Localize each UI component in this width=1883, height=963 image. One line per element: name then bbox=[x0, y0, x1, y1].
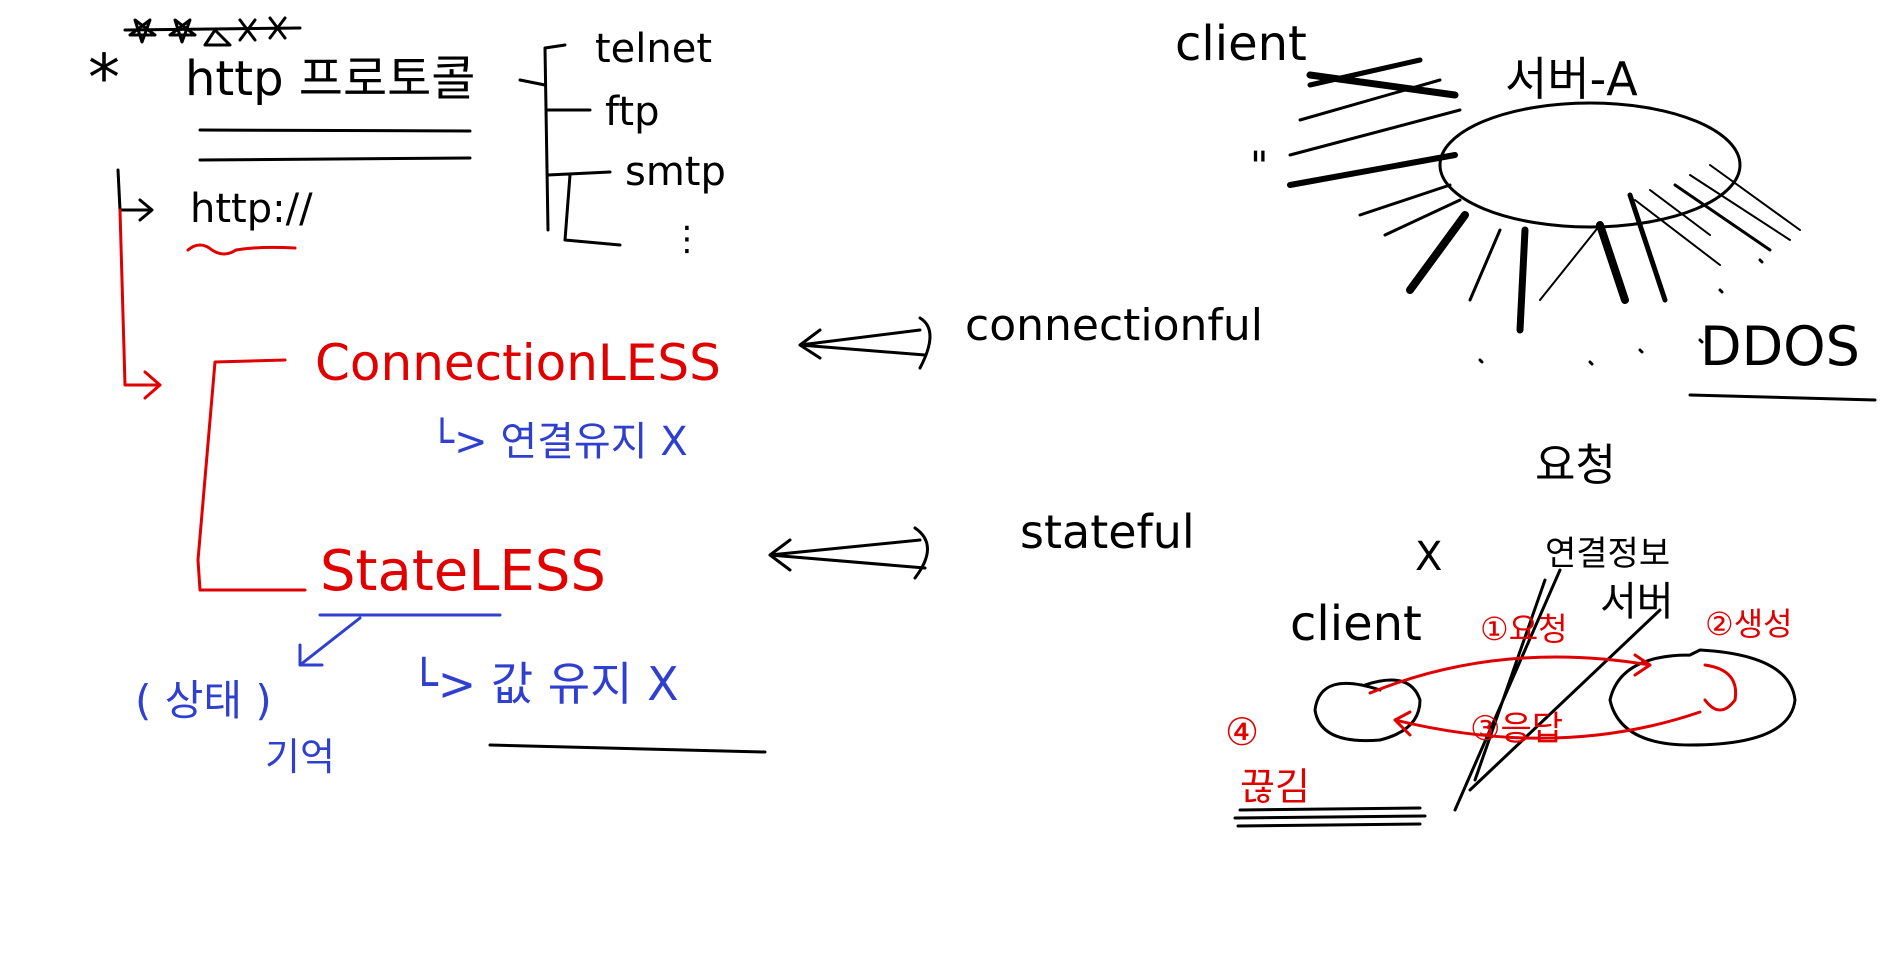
step3-label: ③응답 bbox=[1470, 709, 1563, 749]
ddos-server-label: 서버-A bbox=[1505, 52, 1638, 106]
rr-server-label: 서버 bbox=[1600, 579, 1674, 625]
state-branch-arrow bbox=[298, 616, 362, 667]
double-arrow-connection bbox=[798, 316, 932, 370]
rr-cross-lines bbox=[1453, 568, 1662, 812]
step4-label: ④ bbox=[1225, 710, 1259, 754]
stateful-label: stateful bbox=[1020, 505, 1195, 559]
stateless-side-text: ( 상태 ) bbox=[135, 676, 272, 725]
rr-request-arrow bbox=[1368, 653, 1652, 695]
stateless-note: └> 값 유지 X bbox=[410, 656, 679, 711]
step4-text: 끊김 bbox=[1240, 765, 1310, 809]
tree-item-ftp: ftp bbox=[605, 89, 659, 135]
connection-info-label: 연결정보 bbox=[1545, 534, 1670, 574]
ddos-scatter-dots bbox=[1478, 258, 1764, 366]
connectionful-label: connectionful bbox=[965, 300, 1263, 351]
asterisk-mark: * bbox=[88, 42, 120, 116]
red-bracket bbox=[196, 358, 307, 592]
scheme-text: http:// bbox=[190, 186, 313, 232]
scribbled-stars bbox=[123, 16, 302, 47]
connectionless-label: ConnectionLESS bbox=[315, 334, 721, 392]
tree-item-telnet: telnet bbox=[595, 26, 712, 72]
ddos-server-circle bbox=[1438, 101, 1742, 229]
red-connector bbox=[118, 208, 162, 400]
rr-client-label: client bbox=[1290, 596, 1422, 652]
rr-server-inner-mark bbox=[1703, 663, 1738, 712]
rr-client-circle bbox=[1313, 678, 1422, 743]
stateless-label: StateLESS bbox=[320, 539, 606, 604]
tree-item-smtp: smtp bbox=[625, 149, 726, 195]
ddos-client-label: client bbox=[1175, 16, 1307, 72]
rr-server-circle bbox=[1608, 648, 1797, 747]
scheme-arrow bbox=[116, 168, 154, 222]
stateless-note-underline bbox=[488, 743, 767, 754]
x-mark: X bbox=[1415, 534, 1442, 580]
stateless-side-text-2: 기억 bbox=[265, 735, 335, 779]
protocol-tree-bracket bbox=[518, 43, 622, 247]
step4-underline bbox=[1233, 806, 1427, 828]
ddos-underline bbox=[1688, 393, 1877, 402]
step1-label: ①요청 bbox=[1480, 610, 1568, 648]
tree-item-more: ⋮ bbox=[670, 219, 704, 259]
ddos-attack-lines bbox=[1287, 57, 1801, 334]
title-underline-2 bbox=[198, 156, 472, 162]
rr-response-arrow bbox=[1393, 710, 1702, 740]
scheme-underline bbox=[186, 243, 297, 256]
http-protocol-title: http 프로토콜 bbox=[185, 51, 475, 107]
ddos-label: DDOS bbox=[1700, 315, 1860, 378]
step2-label: ②생성 bbox=[1705, 605, 1793, 643]
title-underline-1 bbox=[198, 128, 472, 133]
request-flow-title: 요청 bbox=[1535, 440, 1616, 491]
ddos-dots-label: " bbox=[1250, 144, 1268, 190]
connectionless-note: └> 연결유지 X bbox=[430, 417, 688, 465]
double-arrow-state bbox=[768, 526, 929, 580]
